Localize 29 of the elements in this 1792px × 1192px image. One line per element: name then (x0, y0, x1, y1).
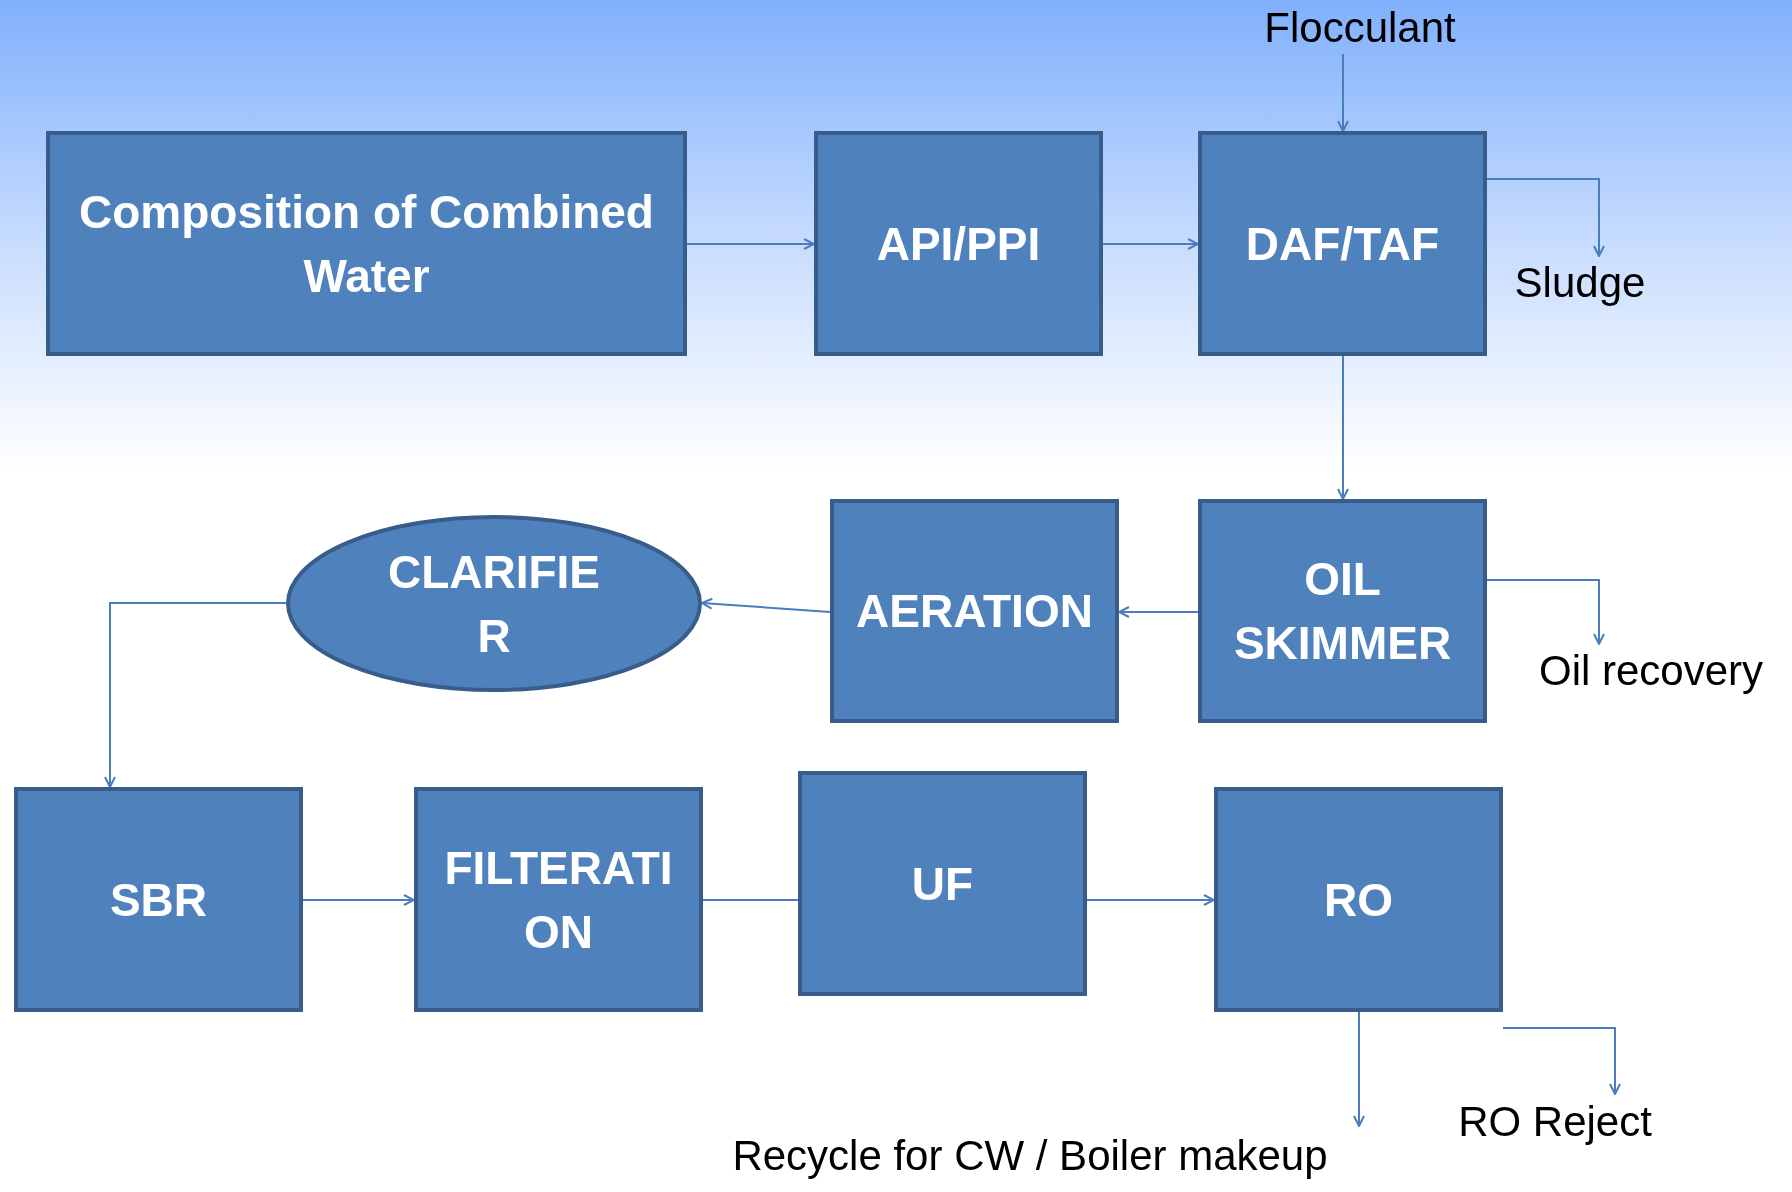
arrow (302, 894, 415, 906)
process-box: SBR (14, 787, 303, 1012)
process-box: UF (798, 771, 1087, 996)
arrow (1337, 53, 1349, 132)
arrow (1086, 894, 1215, 906)
stream-label: Recycle for CW / Boiler makeup (680, 1126, 1380, 1186)
arrow (1486, 178, 1605, 257)
process-box: RO (1214, 787, 1503, 1012)
arrow (1102, 238, 1199, 250)
arrow (1486, 579, 1605, 645)
stream-label: Flocculant (1240, 2, 1480, 54)
process-box: API/PPI (814, 131, 1103, 356)
arrow (104, 602, 287, 788)
arrow (701, 597, 831, 613)
process-box: Composition of Combined Water (46, 131, 687, 356)
stream-label: Oil recovery (1515, 644, 1787, 698)
process-ellipse: CLARIFIER (286, 515, 702, 692)
arrow (1118, 606, 1199, 618)
process-box: DAF/TAF (1198, 131, 1487, 356)
arrow (686, 238, 815, 250)
arrow (1502, 1027, 1621, 1095)
process-box: AERATION (830, 499, 1119, 723)
stream-label: RO Reject (1440, 1094, 1670, 1150)
connector-line (702, 899, 799, 901)
arrow (1337, 355, 1349, 500)
process-box: OIL SKIMMER (1198, 499, 1487, 723)
arrow (1353, 1011, 1365, 1127)
process-box: FILTERATION (414, 787, 703, 1012)
stream-label: Sludge (1505, 256, 1655, 310)
